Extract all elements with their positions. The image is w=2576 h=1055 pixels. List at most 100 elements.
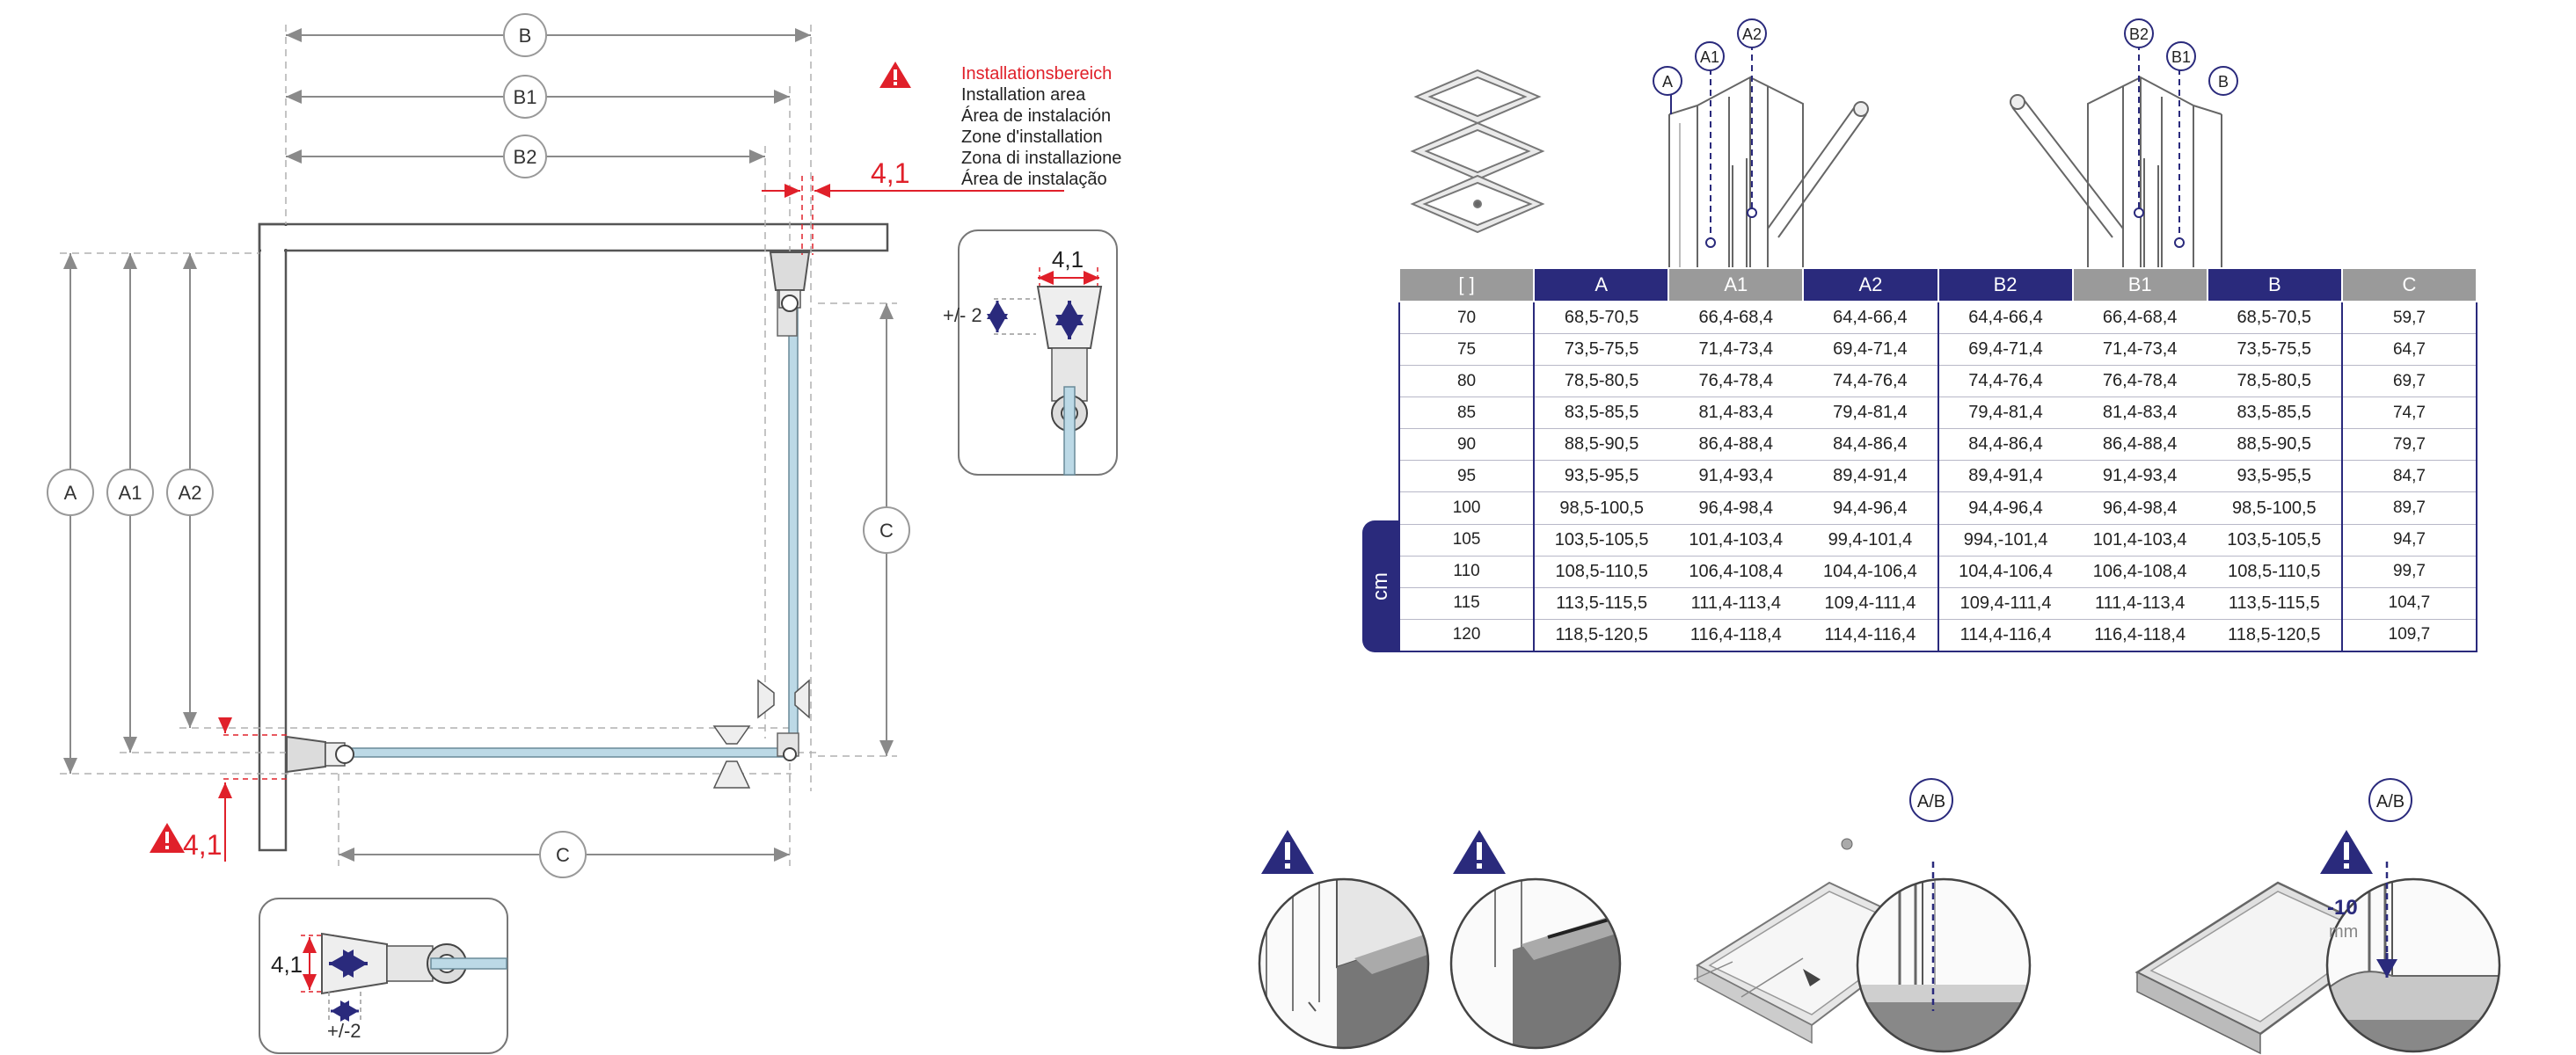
cell-A2: 94,4-96,4 <box>1803 491 1939 525</box>
installation-area-en: Installation area <box>961 85 1086 105</box>
cell-A1: 81,4-83,4 <box>1668 397 1804 430</box>
cell-B: 73,5-75,5 <box>2207 333 2342 367</box>
cell-size: 110 <box>1399 556 1536 588</box>
cell-A1: 91,4-93,4 <box>1668 460 1804 493</box>
cell-A2: 79,4-81,4 <box>1803 397 1939 430</box>
tray-alignment-detail-b <box>2135 830 2501 1055</box>
perspective-label-A: A <box>1662 73 1673 91</box>
dim-label-A1: A1 <box>119 482 142 504</box>
cell-A2: 109,4-111,4 <box>1803 587 1939 620</box>
installation-area-de: Installationsbereich <box>961 64 1112 84</box>
warning-icon <box>150 823 185 853</box>
installation-area-it: Zona di installazione <box>961 149 1121 168</box>
cell-B: 78,5-80,5 <box>2207 365 2342 398</box>
cell-B1: 86,4-88,4 <box>2072 428 2207 462</box>
cell-A1: 96,4-98,4 <box>1668 491 1804 525</box>
cell-size: 100 <box>1399 491 1536 525</box>
cell-A1: 76,4-78,4 <box>1668 365 1804 398</box>
cell-C: 74,7 <box>2340 397 2477 430</box>
enclosure-perspective-a <box>1668 44 1869 267</box>
cell-B1: 111,4-113,4 <box>2072 587 2207 620</box>
header-A: A <box>1533 267 1670 302</box>
plan-view: B B1 B2 A A1 A2 C C <box>47 13 1121 878</box>
perspective-label-A1: A1 <box>1700 48 1719 66</box>
cell-A2: 64,4-66,4 <box>1803 302 1939 335</box>
cell-B2: 74,4-76,4 <box>1937 365 2073 398</box>
detail-tolerance-label: +/- 2 <box>943 304 982 326</box>
installation-area-es: Área de instalación <box>961 106 1111 126</box>
tray-label-AB-2: A/B <box>2376 792 2405 811</box>
cell-size: 90 <box>1399 428 1536 462</box>
cell-C: 99,7 <box>2340 556 2477 588</box>
door-handle-vertical <box>757 679 810 719</box>
cell-size: 105 <box>1399 524 1536 557</box>
perspective-label-A2: A2 <box>1742 25 1762 43</box>
cell-B1: 96,4-98,4 <box>2072 491 2207 525</box>
detail-width-label: 4,1 <box>1052 246 1084 273</box>
cell-A1: 66,4-68,4 <box>1668 302 1804 335</box>
warning-icon <box>879 62 911 88</box>
detail-height-label: 4,1 <box>271 951 303 978</box>
cell-B2: 84,4-86,4 <box>1937 428 2073 462</box>
tray-alignment-detail-a <box>1693 838 2032 1053</box>
cell-B2: 114,4-116,4 <box>1937 619 2073 652</box>
detail-top-bracket: 4,1 +/- 2 <box>943 229 1118 476</box>
cell-A: 93,5-95,5 <box>1534 460 1669 493</box>
cell-B2: 94,4-96,4 <box>1937 491 2073 525</box>
cell-A2: 99,4-101,4 <box>1803 524 1939 557</box>
table-header-row: [ ] A A1 A2 B2 B1 B C <box>1397 267 2478 302</box>
cell-C: 94,7 <box>2340 524 2477 557</box>
cell-B: 113,5-115,5 <box>2207 587 2342 620</box>
cell-size: 70 <box>1399 302 1536 335</box>
cell-B2: 109,4-111,4 <box>1937 587 2073 620</box>
cell-B: 108,5-110,5 <box>2207 556 2342 588</box>
cell-C: 104,7 <box>2340 587 2477 620</box>
header-C: C <box>2340 267 2478 302</box>
cell-A1: 106,4-108,4 <box>1668 556 1804 588</box>
cell-C: 79,7 <box>2340 428 2477 462</box>
dim-label-C-vertical: C <box>879 520 894 542</box>
cell-A2: 104,4-106,4 <box>1803 556 1939 588</box>
cell-B1: 76,4-78,4 <box>2072 365 2207 398</box>
dim-label-B2: B2 <box>514 146 537 168</box>
cell-B: 98,5-100,5 <box>2207 491 2342 525</box>
installation-area-pt: Área de instalação <box>961 169 1107 189</box>
cell-B2: 89,4-91,4 <box>1937 460 2073 493</box>
cell-B1: 71,4-73,4 <box>2072 333 2207 367</box>
cell-B: 93,5-95,5 <box>2207 460 2342 493</box>
unit-tab: cm <box>1362 520 1399 652</box>
cell-size: 85 <box>1399 397 1536 430</box>
perspective-label-B2: B2 <box>2129 25 2149 43</box>
cell-size: 95 <box>1399 460 1536 493</box>
header-B: B <box>2206 267 2343 302</box>
cell-A2: 89,4-91,4 <box>1803 460 1939 493</box>
cell-A: 98,5-100,5 <box>1534 491 1669 525</box>
cell-B2: 104,4-106,4 <box>1937 556 2073 588</box>
cell-A1: 116,4-118,4 <box>1668 619 1804 652</box>
offset-unit: mm <box>2329 922 2358 942</box>
enclosure-perspective-b <box>2010 44 2222 267</box>
cell-B: 103,5-105,5 <box>2207 524 2342 557</box>
cell-B1: 106,4-108,4 <box>2072 556 2207 588</box>
gap-dim-top: 4,1 <box>871 157 909 189</box>
cell-A2: 74,4-76,4 <box>1803 365 1939 398</box>
cell-A: 118,5-120,5 <box>1534 619 1669 652</box>
cell-A2: 84,4-86,4 <box>1803 428 1939 462</box>
cell-size: 120 <box>1399 619 1536 652</box>
wall-bracket-left <box>286 735 354 774</box>
cell-size: 115 <box>1399 587 1536 620</box>
cell-C: 64,7 <box>2340 333 2477 367</box>
cell-B1: 91,4-93,4 <box>2072 460 2207 493</box>
detail-left-tolerance-label: +/-2 <box>327 1020 361 1042</box>
dim-label-B1: B1 <box>514 86 537 108</box>
cell-size: 80 <box>1399 365 1536 398</box>
